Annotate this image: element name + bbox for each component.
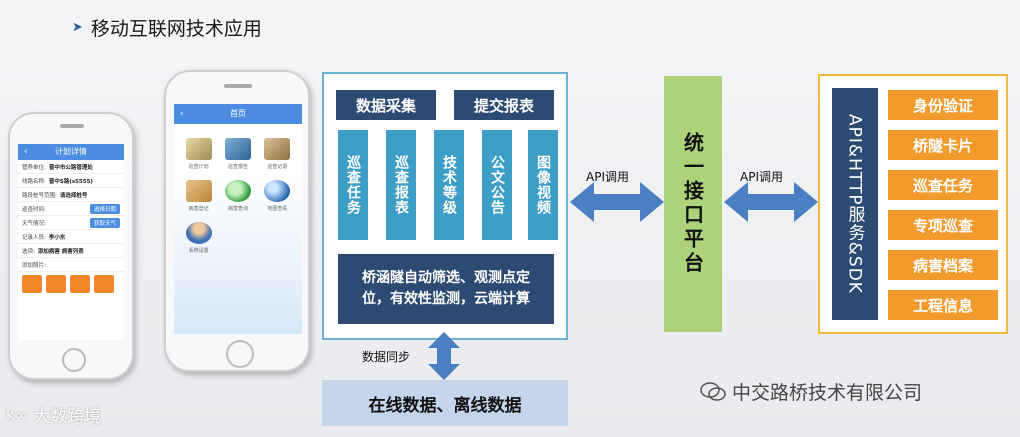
section-title: ➤ 移动互联网技术应用 — [72, 14, 262, 41]
form-label: 管养单位: — [22, 164, 46, 171]
book-icon — [224, 138, 251, 160]
phone-speaker — [224, 84, 252, 88]
watermark-left: k∞ 大数跨境 — [6, 405, 102, 428]
form-value[interactable]: 添加病害 病害列表 — [37, 248, 84, 255]
form-label: 天气情况: — [22, 220, 46, 227]
form-row: 选项:添加病害 病害列表 — [18, 244, 124, 258]
data-sync-label: 数据同步 — [362, 350, 411, 364]
double-arrow-vertical — [428, 332, 460, 380]
form-label: 记录人员: — [22, 234, 46, 241]
form-row: 路段桩号范围:请选择桩号 — [18, 188, 124, 202]
form-row: 巡查时间: 选择日期 — [18, 202, 124, 216]
app-item[interactable]: 地图查看 — [261, 180, 294, 212]
home-button — [62, 348, 86, 372]
double-arrow-right — [724, 182, 818, 222]
form-label: 添加照片: — [22, 262, 46, 269]
watermark-right: 中交路桥技术有限公司 — [700, 378, 922, 405]
form-label: 路段桩号范围: — [22, 192, 57, 199]
api-call-label-right: API调用 — [740, 170, 783, 184]
magnifier-icon — [224, 180, 251, 202]
app-grid: 巡查计划 巡查报告 巡查记录 病害登记 病害查询 地图查看 系统设置 — [174, 124, 302, 268]
service-item: 工程信息 — [888, 290, 998, 320]
worker-photo-icon[interactable] — [70, 275, 90, 293]
folder-icon — [185, 180, 212, 202]
section-title-text: 移动互联网技术应用 — [90, 18, 262, 40]
plan-icon — [185, 138, 212, 160]
phone-right-title: 首页 — [230, 109, 246, 118]
service-item: 巡查任务 — [888, 170, 998, 200]
collect-header: 数据采集 — [336, 90, 436, 120]
api-call-label-left: API调用 — [586, 170, 629, 184]
phone-right: ‹ 首页 巡查计划 巡查报告 巡查记录 病害登记 病害查询 地图查看 系统设置 — [164, 70, 310, 372]
form-row: 添加照片: — [18, 258, 124, 272]
phone-speaker — [60, 124, 84, 128]
form-value[interactable]: 晋中S路(s5555) — [48, 178, 93, 185]
worker-photo-icon[interactable] — [46, 275, 66, 293]
app-item[interactable]: 病害登记 — [182, 180, 215, 212]
phone-left-screen: ‹ 计划详情 管养单位:晋中市公路管理处线路名称:晋中S路(s5555)路段桩号… — [18, 144, 124, 340]
app-item[interactable]: 巡查报告 — [221, 138, 254, 170]
app-item[interactable]: 巡查计划 — [182, 138, 215, 170]
phone-left: ‹ 计划详情 管养单位:晋中市公路管理处线路名称:晋中S路(s5555)路段桩号… — [8, 112, 134, 380]
form-row: 管养单位:晋中市公路管理处 — [18, 160, 124, 174]
form-row: 记录人员:李小东 — [18, 230, 124, 244]
summary-box: 桥涵隧自动筛选、观测点定位，有效性监测，云端计算 — [338, 254, 554, 324]
form-label: 选项: — [22, 248, 35, 255]
app-item[interactable]: 系统设置 — [182, 222, 215, 254]
form-label: 线路名称: — [22, 178, 46, 185]
service-item: 专项巡查 — [888, 210, 998, 240]
service-panel: API&HTTP服务&SDK 身份验证 桥隧卡片 巡查任务 专项巡查 病害档案 … — [818, 74, 1008, 334]
column-box: 公文公告 — [482, 130, 512, 240]
user-icon — [185, 222, 212, 244]
form-row: 线路名称:晋中S路(s5555) — [18, 174, 124, 188]
online-offline-data-box: 在线数据、离线数据 — [322, 380, 568, 426]
phone-right-titlebar: ‹ 首页 — [174, 104, 302, 124]
globe-icon — [264, 180, 291, 202]
column-box: 图像视频 — [528, 130, 558, 240]
app-item[interactable]: 巡查记录 — [261, 138, 294, 170]
double-arrow-left — [570, 182, 664, 222]
worker-photo-icon[interactable] — [22, 275, 42, 293]
photo-slots — [18, 272, 124, 296]
back-icon[interactable]: ‹ — [24, 147, 28, 157]
bullet-arrow-icon: ➤ — [72, 20, 83, 35]
form-value[interactable]: 请选择桩号 — [59, 192, 88, 199]
back-icon[interactable]: ‹ — [180, 109, 184, 119]
form-button[interactable]: 获取天气 — [89, 217, 120, 228]
phone-left-title: 计划详情 — [55, 147, 87, 156]
box-icon — [264, 138, 291, 160]
service-item: 桥隧卡片 — [888, 130, 998, 160]
form-value[interactable]: 晋中市公路管理处 — [48, 164, 93, 171]
data-collection-panel: 数据采集 提交报表 巡查任务 巡查报表 技术等级 公文公告 图像视频 桥涵隧自动… — [322, 72, 568, 340]
column-box: 巡查任务 — [338, 130, 368, 240]
wechat-icon — [700, 381, 726, 401]
home-button — [226, 340, 254, 368]
service-item: 病害档案 — [888, 250, 998, 280]
app-item[interactable]: 病害查询 — [221, 180, 254, 212]
submit-header: 提交报表 — [454, 90, 554, 120]
unified-interface-platform: 统一接口平台 — [664, 76, 722, 332]
brand-logo-icon: k∞ — [6, 405, 28, 424]
column-box: 巡查报表 — [386, 130, 416, 240]
phone-left-titlebar: ‹ 计划详情 — [18, 144, 124, 160]
form-label: 巡查时间: — [22, 206, 46, 213]
column-box: 技术等级 — [434, 130, 464, 240]
worker-photo-icon[interactable] — [94, 275, 114, 293]
phone-right-screen: ‹ 首页 巡查计划 巡查报告 巡查记录 病害登记 病害查询 地图查看 系统设置 — [174, 104, 302, 334]
form-button[interactable]: 选择日期 — [89, 203, 120, 214]
form-row: 天气情况: 获取天气 — [18, 216, 124, 230]
form-value[interactable]: 李小东 — [48, 234, 66, 241]
service-item: 身份验证 — [888, 90, 998, 120]
sdk-box: API&HTTP服务&SDK — [832, 88, 878, 320]
